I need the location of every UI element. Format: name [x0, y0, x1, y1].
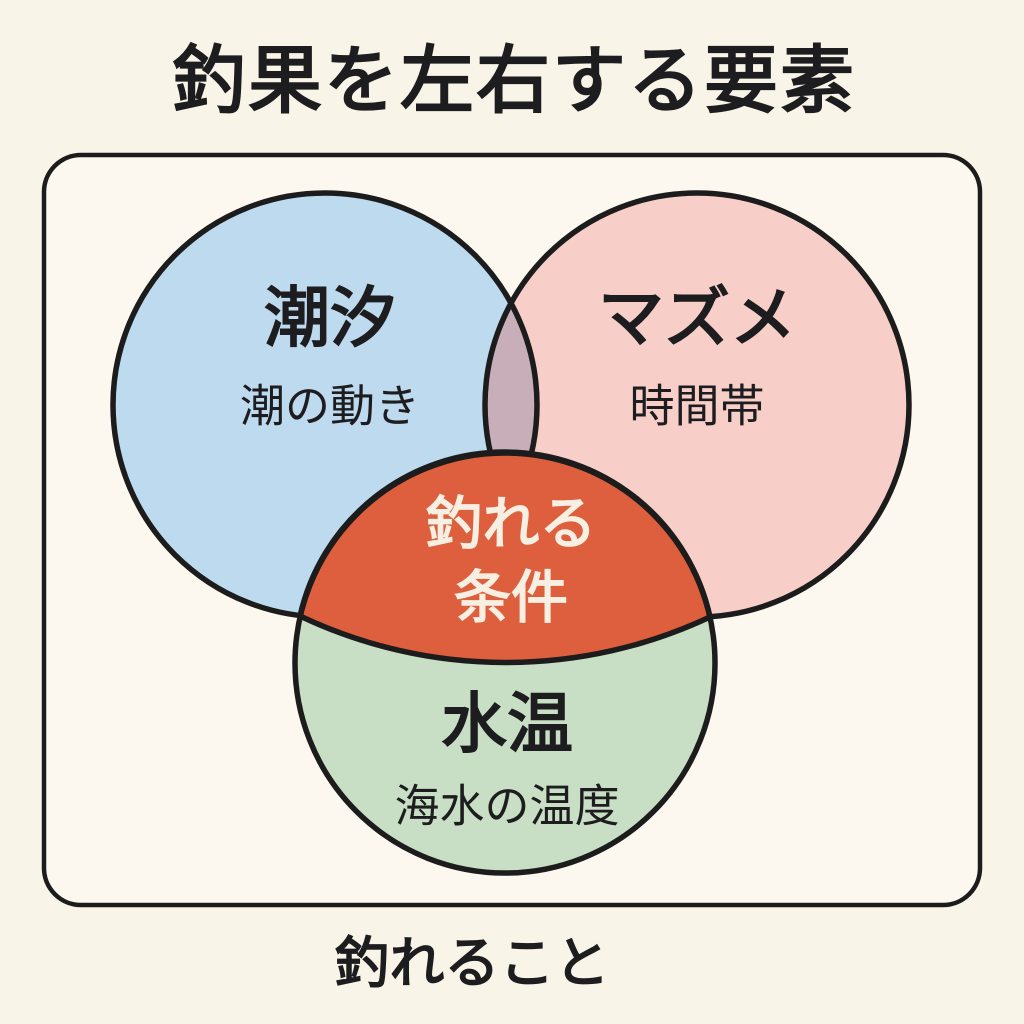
mazume-sublabel: 時間帯: [629, 380, 764, 433]
temperature-label: 水温: [441, 686, 573, 763]
temperature-sublabel: 海水の温度: [394, 780, 619, 833]
tide-sublabel: 潮の動き: [240, 380, 420, 433]
mazume-circle-outline: [482, 190, 912, 620]
center-label-line2: 条件: [454, 565, 568, 631]
center-label-line1: 釣れる: [426, 491, 597, 557]
mazume-label: マズメ: [598, 280, 796, 357]
center-overlap-region: [300, 452, 710, 663]
center-overlap-outline: [296, 449, 714, 666]
bottom-caption: 釣れること: [334, 931, 609, 995]
diagram-title: 釣果を左右する要素: [172, 38, 856, 124]
tide-label: 潮汐: [264, 280, 396, 357]
tide-circle-outline: [110, 190, 540, 620]
